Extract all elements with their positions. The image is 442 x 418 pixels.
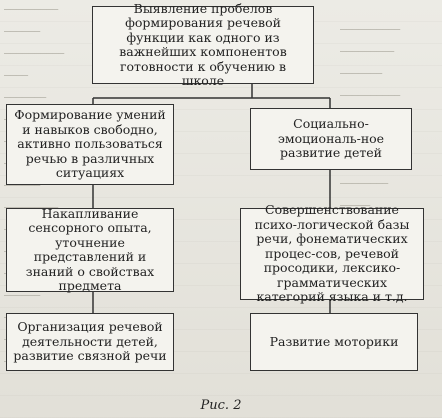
right-box-2-text: Совершенствование психо-логической базы …: [254, 202, 410, 305]
right-box-3-text: Развитие моторики: [269, 333, 399, 349]
left-box-1-text: Формирование умений и навыков свободно, …: [14, 107, 166, 181]
left-box-3-text: Организация речевой деятельности детей, …: [13, 319, 167, 364]
right-box-1: Социально-эмоциональ-ное развитие детей: [250, 108, 412, 170]
left-box-3: Организация речевой деятельности детей, …: [6, 313, 174, 371]
top-box-text: Выявление пробелов формирования речевой …: [119, 0, 287, 88]
right-box-2: Совершенствование психо-логической базы …: [240, 203, 424, 304]
right-box-1-text: Социально-эмоциональ-ное развитие детей: [277, 116, 385, 161]
figure-caption: Рис. 2: [200, 398, 242, 413]
left-box-2: Накапливание сенсорного опыта, уточнение…: [6, 205, 174, 293]
left-box-1: Формирование умений и навыков свободно, …: [6, 104, 174, 185]
top-box: Выявление пробелов формирования речевой …: [92, 1, 314, 88]
left-box-2-text: Накапливание сенсорного опыта, уточнение…: [25, 205, 155, 293]
right-box-3: Развитие моторики: [250, 313, 418, 371]
